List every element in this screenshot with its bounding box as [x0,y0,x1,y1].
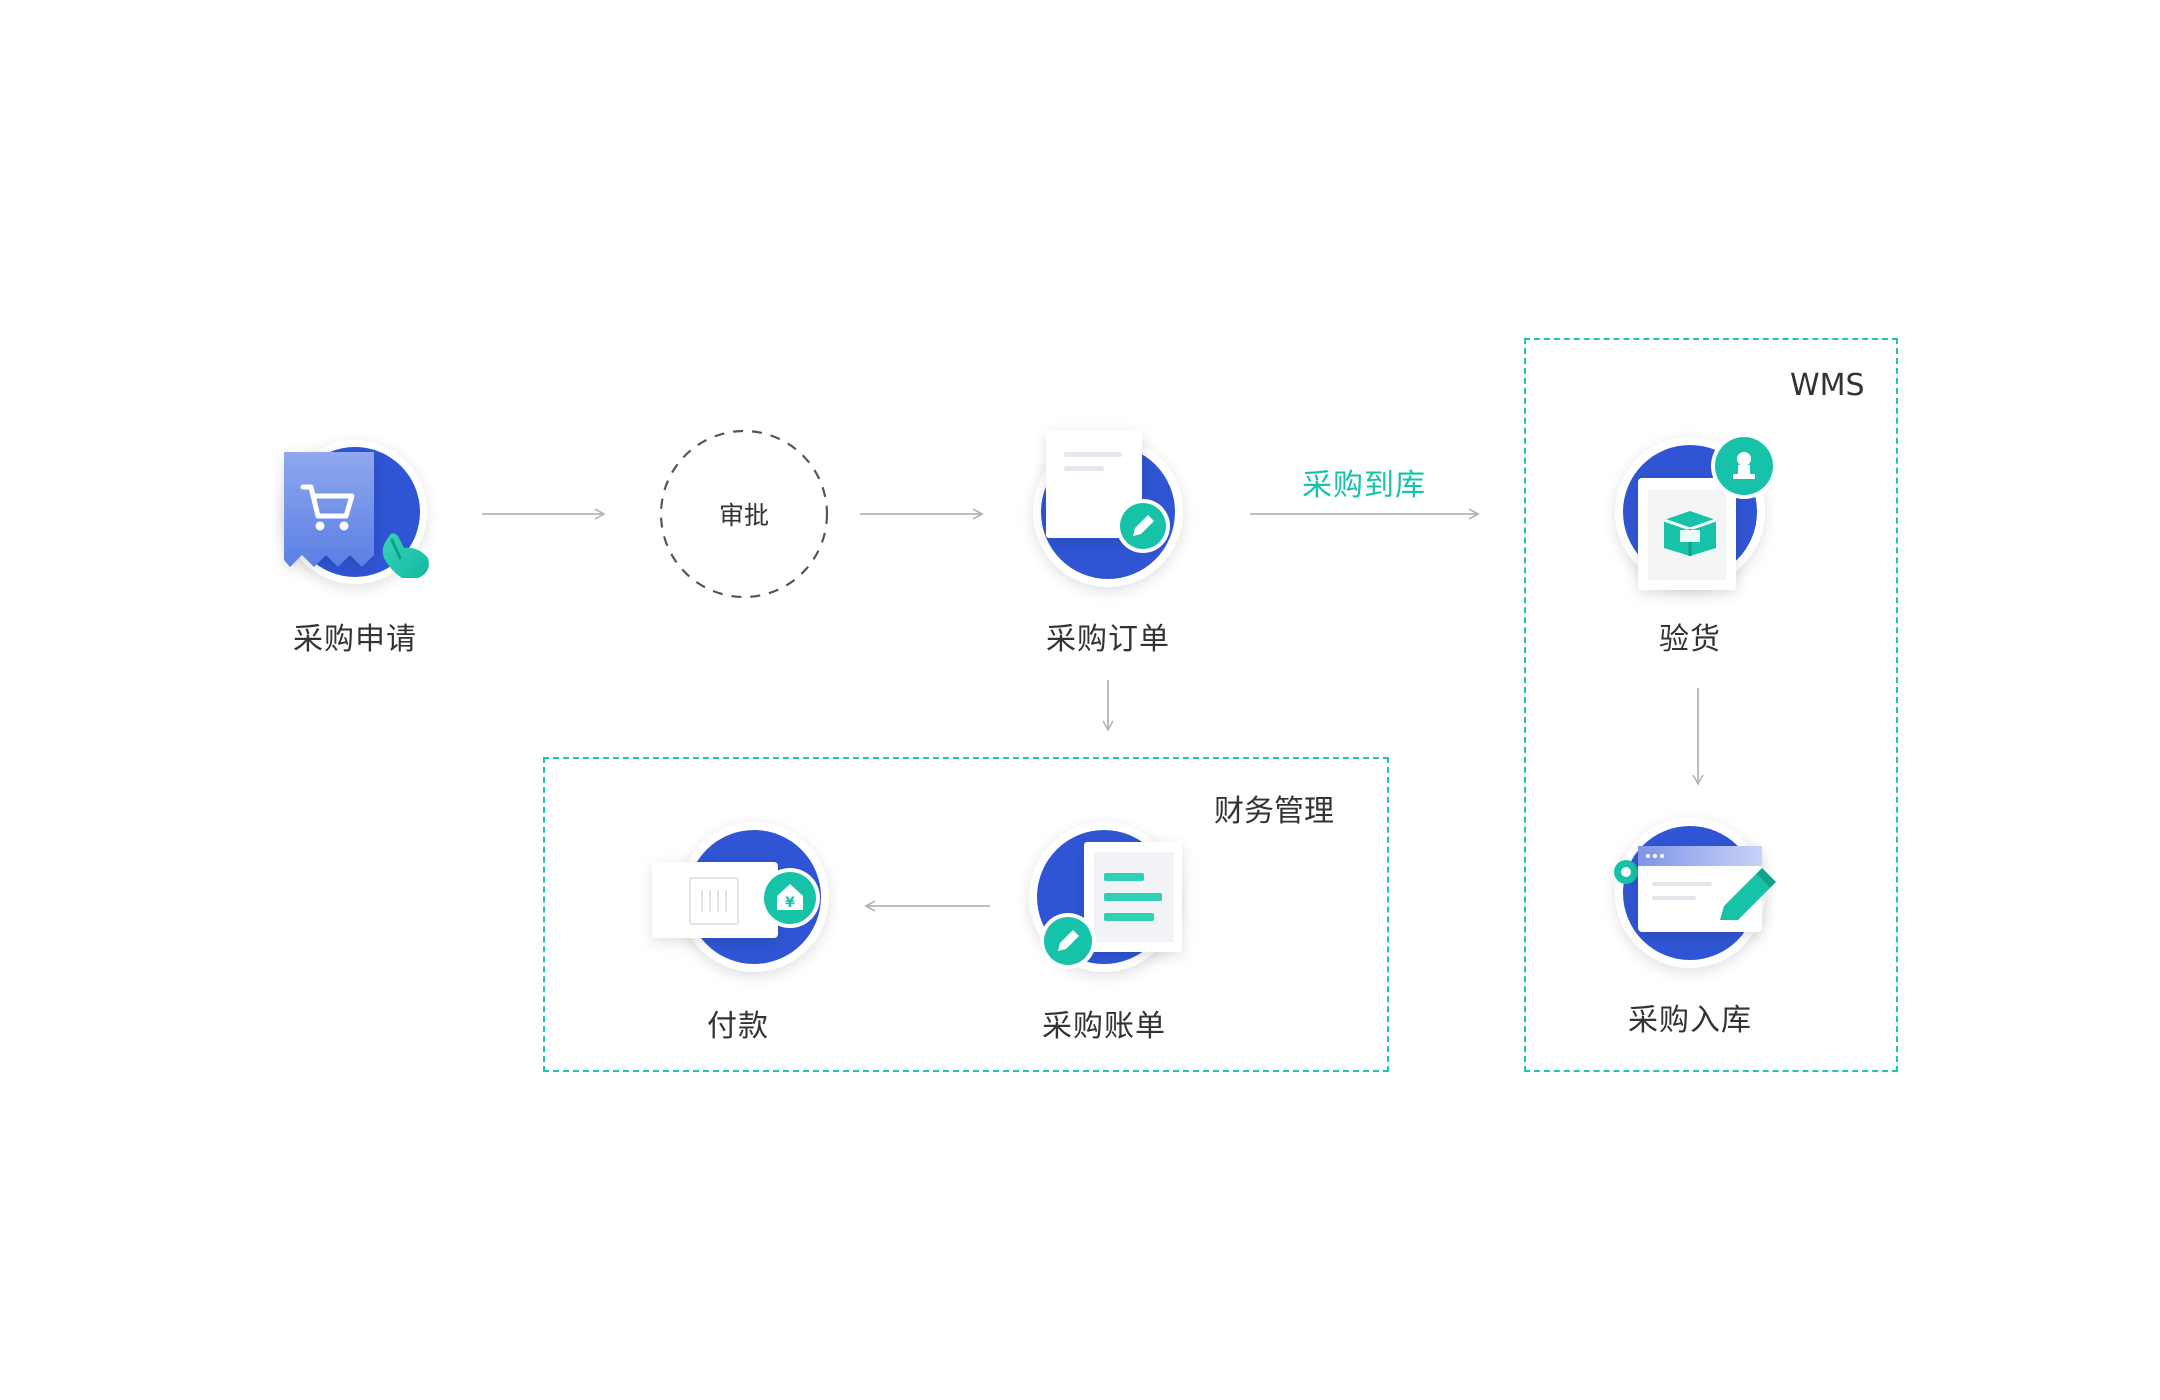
wms-group-title: WMS [1790,368,1865,403]
finance-group-title: 财务管理 [1214,794,1334,829]
node-label-purchase-request: 采购申请 [293,622,417,657]
edge-label-arrival: 采购到库 [1302,468,1426,503]
node-label-approval: 审批 [718,501,770,530]
node-label-payment: 付款 [707,1009,769,1044]
wms-group-box [1524,338,1898,1072]
node-label-inspection: 验货 [1659,622,1721,657]
finance-group-box [543,757,1389,1072]
node-label-purchase-order: 采购订单 [1046,622,1170,657]
node-label-purchase-bill: 采购账单 [1042,1009,1166,1044]
yen-glyph: ¥ [785,895,795,911]
node-label-warehousing: 采购入库 [1628,1003,1752,1038]
